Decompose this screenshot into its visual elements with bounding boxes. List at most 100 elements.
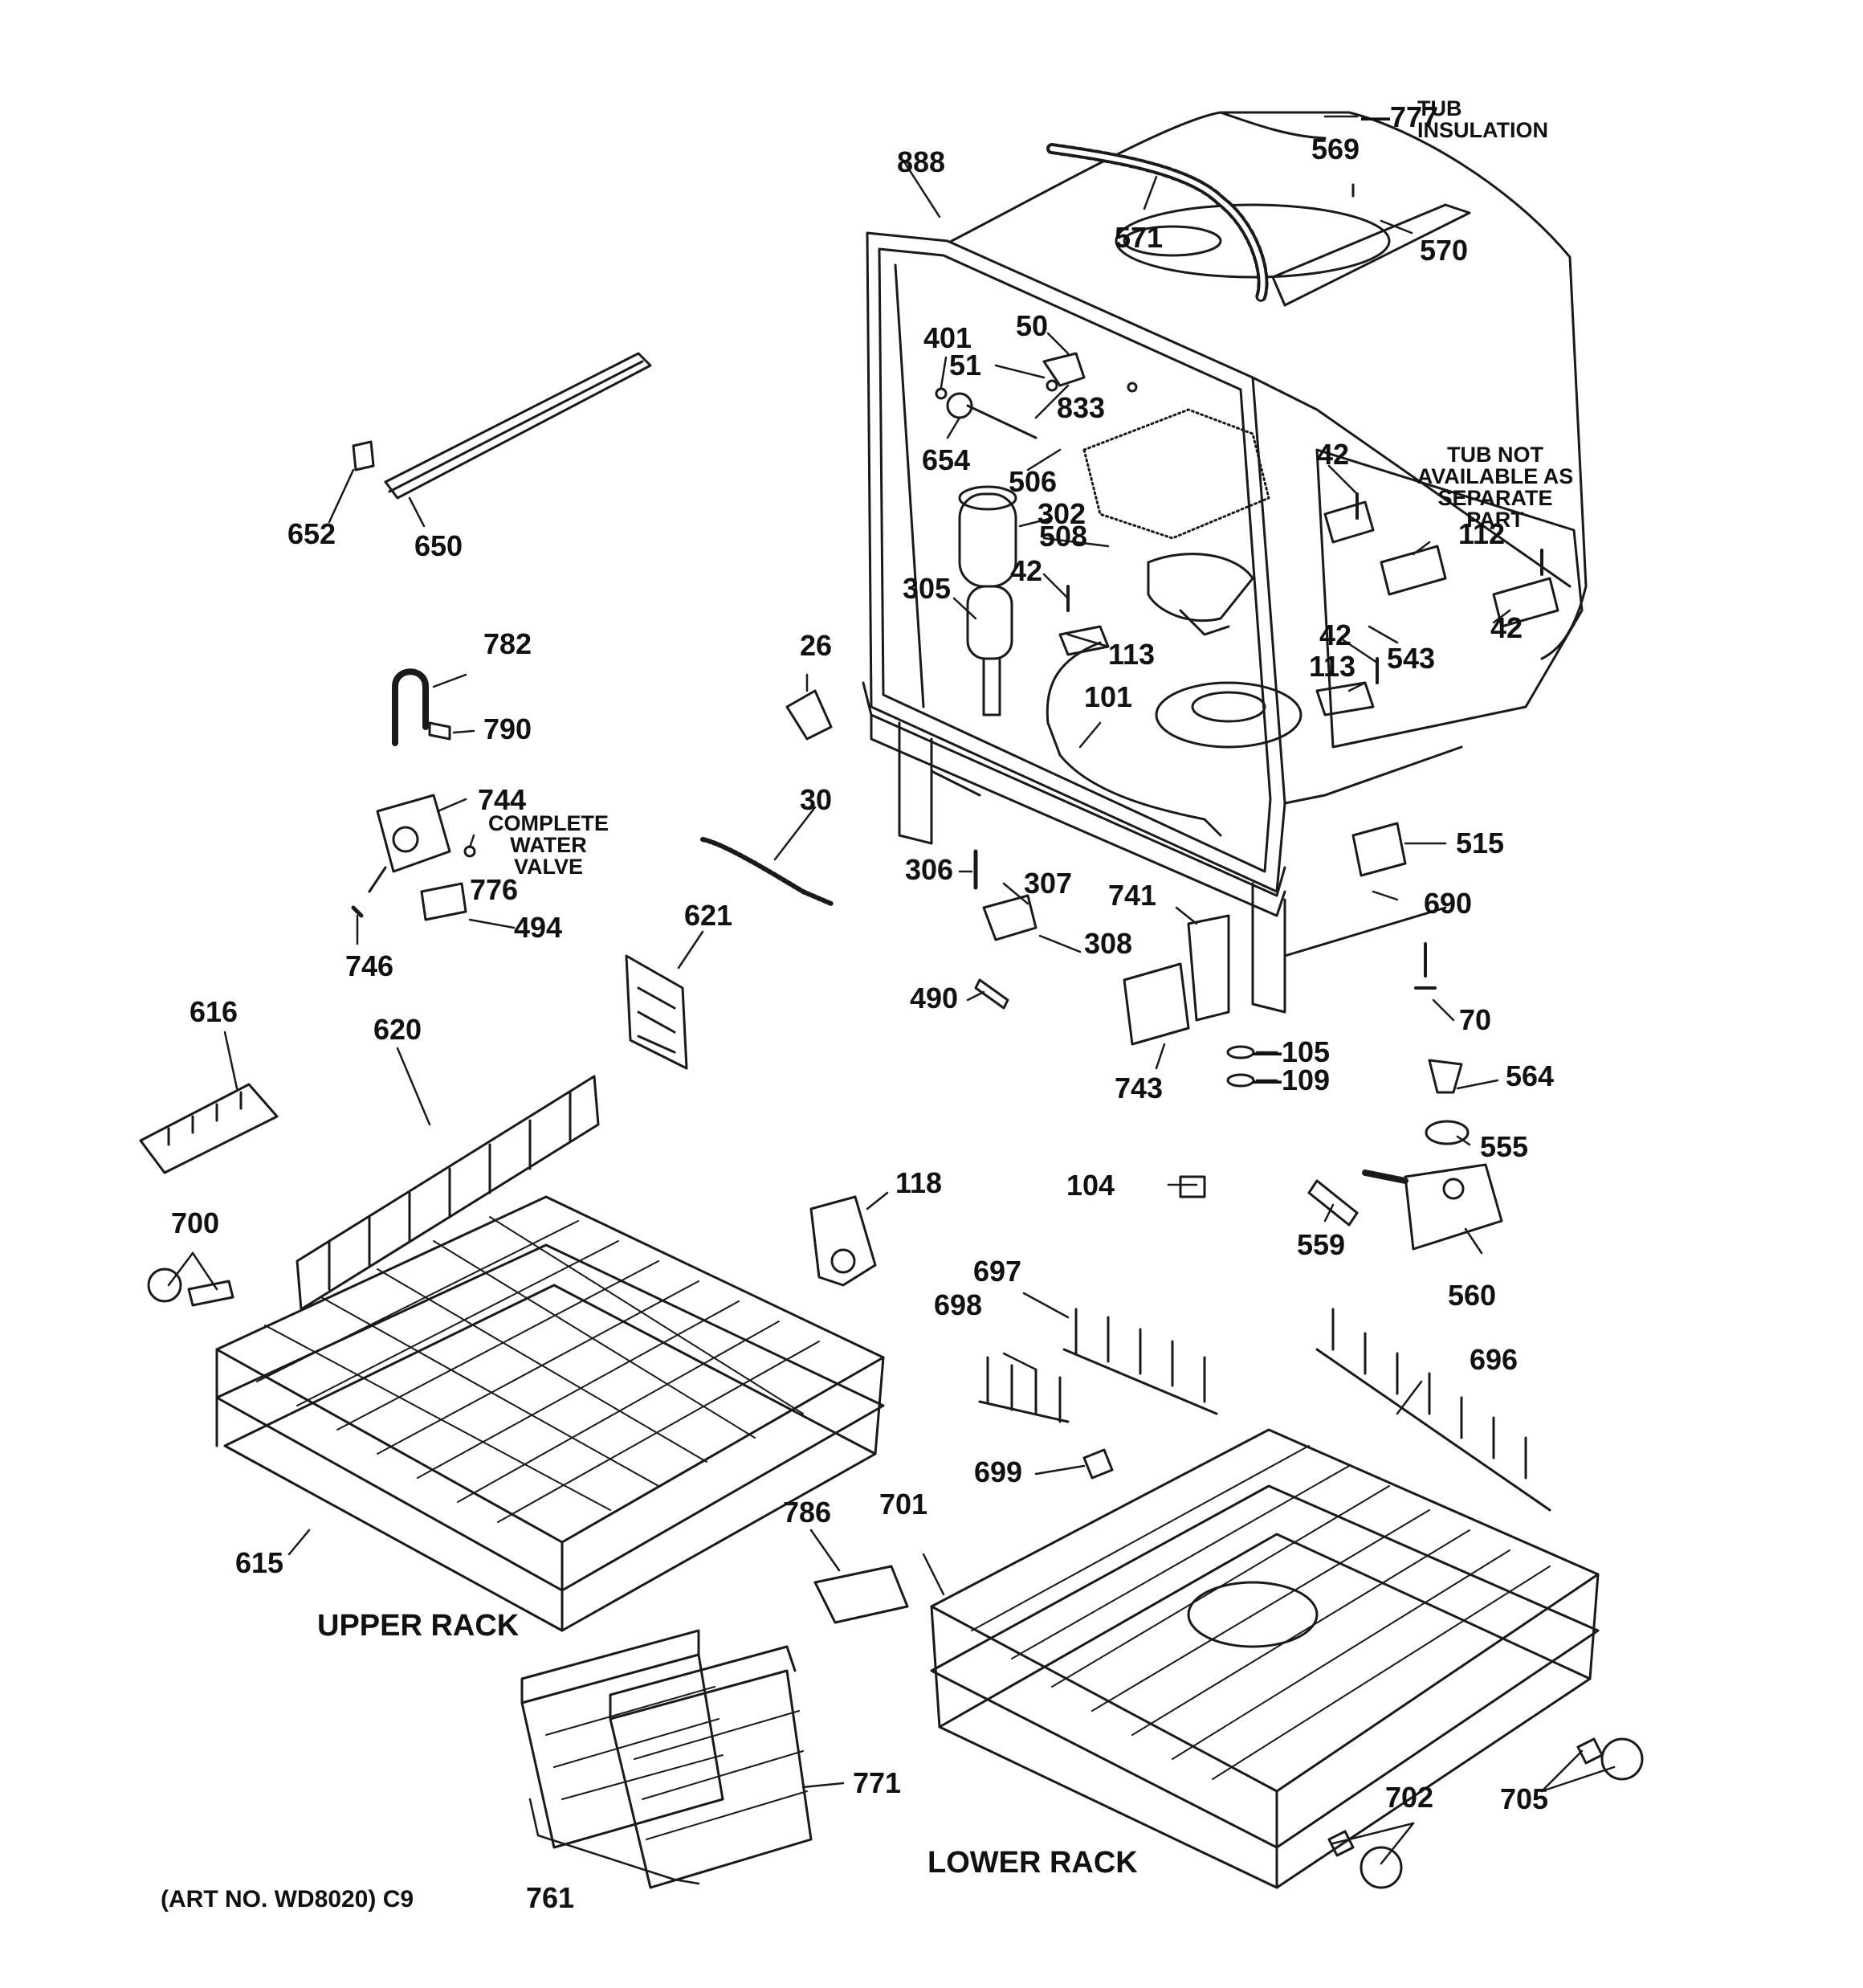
tube-559 bbox=[1309, 1181, 1357, 1225]
note-line: TUB bbox=[1417, 96, 1462, 120]
part-label-308: 308 bbox=[1084, 927, 1133, 960]
part-label-786: 786 bbox=[783, 1496, 832, 1529]
part-label-506: 506 bbox=[1009, 465, 1058, 498]
part-label-777: —777 bbox=[1361, 100, 1439, 133]
lower-rack-701 bbox=[932, 1430, 1598, 1888]
latch-26 bbox=[787, 691, 831, 739]
part-label-790: 790 bbox=[483, 712, 532, 745]
part-label-698: 698 bbox=[934, 1288, 983, 1321]
note-line: VALVE bbox=[513, 855, 583, 879]
part-label-746: 746 bbox=[345, 949, 394, 982]
float-564 bbox=[1429, 1060, 1461, 1092]
switch-307 bbox=[984, 896, 1036, 940]
part-label-744: 744 bbox=[478, 783, 527, 816]
part-label-697: 697 bbox=[973, 1255, 1022, 1288]
part-label-650: 650 bbox=[414, 529, 463, 562]
part-label-564: 564 bbox=[1506, 1059, 1555, 1092]
note-line: AVAILABLE AS bbox=[1417, 464, 1574, 488]
rack-wheels bbox=[1329, 1739, 1642, 1888]
part-label-508: 508 bbox=[1039, 520, 1088, 553]
part-label-570: 570 bbox=[1420, 234, 1469, 267]
part-label-616: 616 bbox=[190, 995, 238, 1028]
pump-560 bbox=[1405, 1165, 1502, 1249]
part-label-761: 761 bbox=[526, 1881, 575, 1914]
part-label-105: —105 bbox=[1253, 1035, 1331, 1068]
part-label-560: 560 bbox=[1448, 1279, 1497, 1312]
part-label-26: 26 bbox=[800, 629, 833, 662]
part-label-782: 782 bbox=[483, 627, 532, 660]
part-label-654: 654 bbox=[922, 443, 971, 476]
clip-699 bbox=[1084, 1450, 1112, 1478]
note-line: COMPLETE bbox=[487, 811, 609, 835]
part-label-741: 741 bbox=[1108, 879, 1157, 912]
note-line: SEPARATE PART bbox=[1437, 486, 1553, 532]
hose-782 bbox=[395, 672, 426, 743]
note-tub-not-available: TUB NOT AVAILABLE AS SEPARATE PART bbox=[1407, 444, 1584, 531]
part-label-555: 555 bbox=[1480, 1130, 1529, 1163]
part-label-888: 888 bbox=[897, 145, 946, 178]
caption-lower-rack: LOWER RACK bbox=[927, 1846, 1138, 1880]
bracket-741 bbox=[1188, 916, 1229, 1020]
rack-rail-621 bbox=[626, 956, 687, 1068]
part-label-42-a: 42 bbox=[1010, 554, 1043, 587]
part-label-401: 401 bbox=[923, 321, 972, 354]
tub-assembly bbox=[863, 112, 1586, 1012]
part-label-113-b: 113 bbox=[1309, 650, 1356, 683]
part-label-621: 621 bbox=[684, 899, 733, 932]
part-label-494: 494 bbox=[514, 911, 563, 944]
switch-490 bbox=[976, 980, 1008, 1008]
part-label-543: 543 bbox=[1387, 642, 1436, 675]
rack-roller-700 bbox=[149, 1269, 233, 1305]
water-valve-assembly bbox=[353, 795, 475, 920]
leader-lines bbox=[169, 116, 1614, 1884]
tine-row-616 bbox=[141, 1084, 277, 1173]
note-line: TUB NOT bbox=[1447, 443, 1543, 467]
tine-rows-696-698 bbox=[980, 1309, 1550, 1510]
thermostat-743 bbox=[1124, 964, 1188, 1044]
note-complete-water-valve: COMPLETE WATER VALVE bbox=[472, 813, 625, 878]
part-label-70: 70 bbox=[1459, 1003, 1492, 1036]
note-tub-insulation: TUB INSULATION bbox=[1417, 98, 1548, 141]
part-label-690: 690 bbox=[1424, 887, 1473, 920]
part-label-30: 30 bbox=[800, 783, 833, 816]
part-label-109: —109 bbox=[1253, 1063, 1331, 1096]
mount-bracket bbox=[1273, 205, 1470, 305]
caption-upper-rack: UPPER RACK bbox=[317, 1609, 520, 1643]
part-label-306: 306 bbox=[905, 853, 954, 886]
heating-element bbox=[1047, 643, 1221, 835]
part-label-705: 705 bbox=[1500, 1782, 1549, 1815]
part-label-615: 615 bbox=[235, 1546, 284, 1579]
tub-insulation-shape bbox=[952, 112, 1586, 659]
part-label-305: 305 bbox=[903, 572, 952, 605]
part-label-490: 490 bbox=[910, 982, 959, 1014]
part-label-113-a: 113 bbox=[1108, 638, 1156, 671]
door-gasket bbox=[353, 353, 650, 498]
part-label-696: 696 bbox=[1470, 1343, 1519, 1376]
part-label-42-b: 42 bbox=[1317, 438, 1350, 471]
part-label-112: 112 bbox=[1458, 517, 1506, 550]
part-label-620: 620 bbox=[373, 1013, 422, 1046]
silverware-basket bbox=[522, 1631, 811, 1888]
part-label-101: 101 bbox=[1084, 680, 1133, 713]
part-label-700: 700 bbox=[171, 1206, 220, 1239]
tub-base bbox=[863, 683, 1285, 896]
part-label-702: 702 bbox=[1385, 1781, 1434, 1814]
pump-cylinder-305 bbox=[968, 586, 1012, 659]
part-label-302: 302 bbox=[1037, 497, 1086, 530]
spring-30 bbox=[703, 839, 831, 904]
note-line: WATER bbox=[510, 833, 587, 857]
part-label-833: 833 bbox=[1057, 391, 1106, 424]
part-label-42-c: 42 bbox=[1490, 611, 1523, 644]
part-label-771: 771 bbox=[853, 1766, 902, 1799]
part-label-569: 569 bbox=[1311, 133, 1360, 165]
part-label-559: 559 bbox=[1297, 1228, 1346, 1261]
part-label-50: 50 bbox=[1016, 309, 1049, 342]
part-label-515: 515 bbox=[1456, 827, 1505, 859]
sensor-515 bbox=[1353, 823, 1405, 876]
note-line: INSULATION bbox=[1417, 118, 1548, 142]
part-label-699: 699 bbox=[974, 1455, 1023, 1488]
clip-118 bbox=[811, 1197, 875, 1285]
part-label-776: 776 bbox=[470, 873, 519, 906]
part-label-118: 118 bbox=[895, 1166, 943, 1199]
